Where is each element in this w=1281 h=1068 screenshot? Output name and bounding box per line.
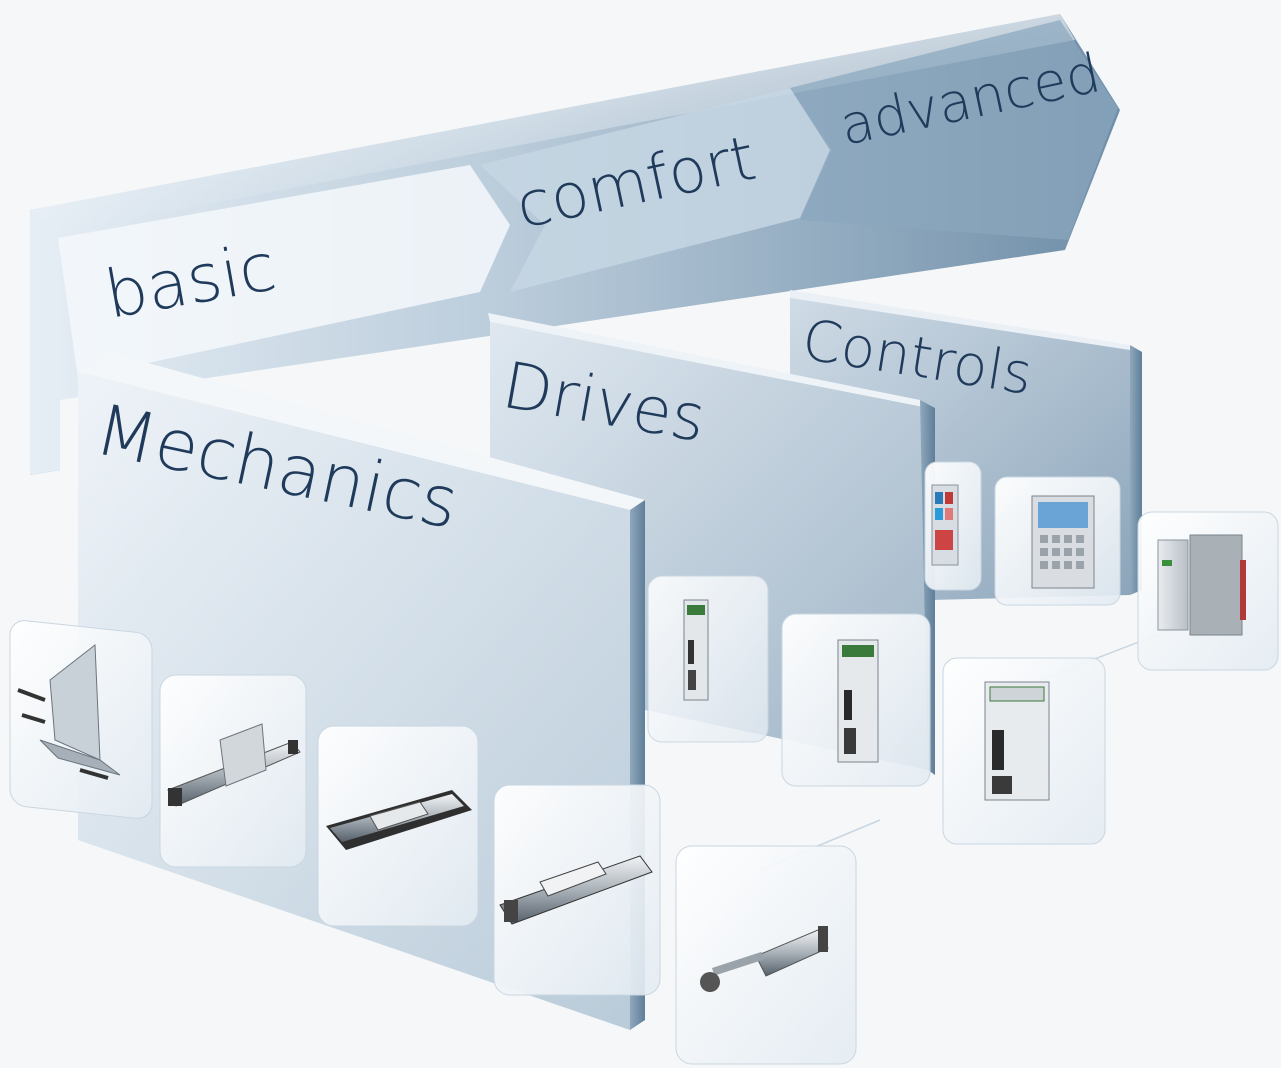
cylinder-slide-icon	[700, 926, 829, 992]
product-tile[interactable]	[924, 461, 982, 591]
comfort-segment	[480, 88, 830, 292]
product-tile[interactable]	[647, 575, 769, 743]
control-cabinet-icon	[1157, 534, 1246, 636]
compact-module-icon	[499, 855, 653, 925]
angle-bracket-icon	[17, 644, 121, 780]
linear-module-icon	[167, 723, 301, 807]
operator-panel-icon	[1031, 495, 1095, 589]
control-tiles	[924, 461, 1279, 671]
product-tile[interactable]	[994, 476, 1121, 606]
control-module-icon	[931, 484, 959, 566]
product-tile[interactable]	[159, 674, 307, 868]
drive-controller-icon	[984, 681, 1050, 801]
drive-controller-icon	[683, 599, 709, 701]
advanced-segment	[790, 20, 1118, 240]
product-tile[interactable]	[493, 784, 661, 996]
product-tile[interactable]	[9, 619, 153, 820]
product-tile[interactable]	[781, 613, 931, 787]
linear-table-icon	[326, 790, 472, 850]
basic-segment	[58, 165, 510, 378]
drive-tiles	[647, 575, 1106, 845]
product-tile[interactable]	[675, 845, 857, 1065]
level-arrow-bar: basic comfort advanced	[30, 14, 1120, 475]
product-tile[interactable]	[1137, 511, 1279, 671]
mechanics-tiles	[9, 619, 857, 1065]
product-tile[interactable]	[317, 725, 479, 927]
drive-controller-icon	[837, 639, 879, 763]
product-tile[interactable]	[942, 657, 1106, 845]
